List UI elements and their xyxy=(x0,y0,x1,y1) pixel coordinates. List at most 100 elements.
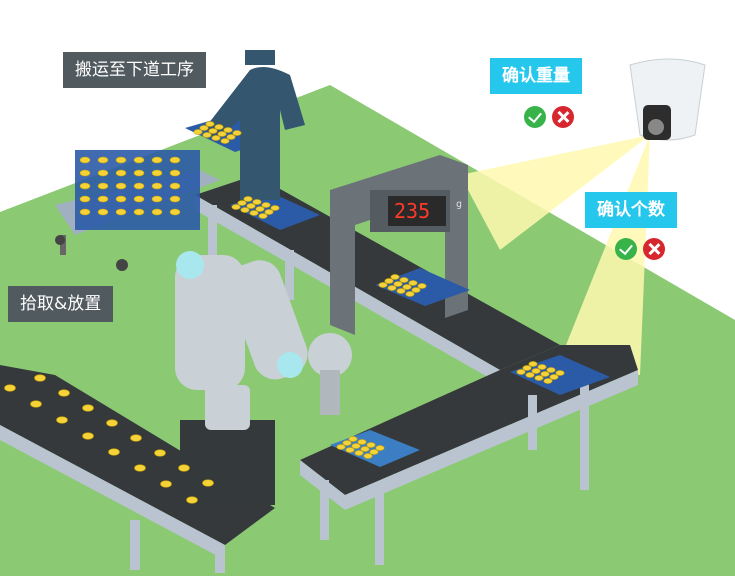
product-item xyxy=(232,130,242,136)
product-item xyxy=(79,195,91,203)
product-item xyxy=(82,432,94,440)
robot-pedestal xyxy=(180,420,275,505)
product-item xyxy=(97,169,109,177)
product-item xyxy=(252,199,262,205)
product-item xyxy=(154,449,166,457)
product-item xyxy=(369,449,379,455)
product-item xyxy=(223,127,233,133)
product-item xyxy=(133,156,145,164)
camera-beam-weight xyxy=(460,135,650,250)
product-item xyxy=(186,496,198,504)
product-item xyxy=(199,125,209,131)
callout-carry-text: 搬运至下道工序 xyxy=(75,60,194,80)
product-item xyxy=(115,182,127,190)
product-item xyxy=(240,207,250,213)
product-item xyxy=(202,479,214,487)
product-item xyxy=(130,434,142,442)
product-item xyxy=(555,370,565,376)
product-item xyxy=(522,365,532,371)
product-item xyxy=(387,285,397,291)
product-item xyxy=(30,400,42,408)
product-item xyxy=(34,374,46,382)
product-item xyxy=(208,128,218,134)
product-item xyxy=(345,447,355,453)
callout-carry: 搬运至下道工序 xyxy=(63,52,206,88)
product-item xyxy=(258,213,268,219)
product-item xyxy=(151,208,163,216)
camera-lens xyxy=(648,119,664,135)
product-item xyxy=(516,369,526,375)
product-item xyxy=(411,287,421,293)
product-item xyxy=(169,208,181,216)
scale-reading: 235 xyxy=(394,199,431,223)
callout-confirm-weight-text: 确认重量 xyxy=(502,66,570,86)
product-item xyxy=(531,368,541,374)
callout-pick-place-text: 拾取&放置 xyxy=(20,294,102,314)
product-item xyxy=(243,196,253,202)
product-item xyxy=(357,439,367,445)
product-item xyxy=(226,134,236,140)
product-item xyxy=(270,205,280,211)
product-item xyxy=(4,384,16,392)
product-item xyxy=(405,291,415,297)
product-item xyxy=(97,182,109,190)
product-item xyxy=(402,284,412,290)
product-item xyxy=(390,274,400,280)
product-item xyxy=(549,374,559,380)
product-item xyxy=(133,182,145,190)
product-item xyxy=(336,444,346,450)
product-item xyxy=(220,138,230,144)
left-conveyor-frame xyxy=(0,425,225,560)
product-item xyxy=(408,280,418,286)
product-item xyxy=(264,209,274,215)
product-item xyxy=(133,208,145,216)
worker xyxy=(205,50,305,200)
product-item xyxy=(534,375,544,381)
product-item xyxy=(133,195,145,203)
product-item xyxy=(151,182,163,190)
product-item xyxy=(543,378,553,384)
product-item xyxy=(115,156,127,164)
checkweigher-gate xyxy=(330,155,468,335)
product-item xyxy=(393,281,403,287)
robot-arm-link xyxy=(227,260,308,380)
product-item xyxy=(261,202,271,208)
product-item xyxy=(134,464,146,472)
product-item xyxy=(378,282,388,288)
check-ok-icon xyxy=(524,106,546,128)
product-item xyxy=(160,480,172,488)
product-item xyxy=(354,450,364,456)
cross-ng-icon xyxy=(552,106,574,128)
product-item xyxy=(178,464,190,472)
product-item xyxy=(115,169,127,177)
product-item xyxy=(79,169,91,177)
product-item xyxy=(375,445,385,451)
callout-confirm-count-text: 确认个数 xyxy=(597,200,665,220)
product-item xyxy=(82,404,94,412)
product-item xyxy=(106,419,118,427)
weight-status xyxy=(524,106,574,128)
product-item xyxy=(348,436,358,442)
count-status xyxy=(615,238,665,260)
product-item xyxy=(546,367,556,373)
product-item xyxy=(79,182,91,190)
product-item xyxy=(97,208,109,216)
callout-confirm-weight: 确认重量 xyxy=(490,58,582,94)
product-item xyxy=(108,448,120,456)
product-item xyxy=(399,277,409,283)
product-item xyxy=(169,195,181,203)
product-item xyxy=(169,156,181,164)
product-item xyxy=(537,364,547,370)
product-item xyxy=(97,195,109,203)
product-item xyxy=(115,195,127,203)
product-item xyxy=(237,200,247,206)
product-item xyxy=(246,203,256,209)
product-item xyxy=(115,208,127,216)
product-item xyxy=(151,169,163,177)
callout-pick-place: 拾取&放置 xyxy=(8,286,114,322)
product-item xyxy=(169,169,181,177)
tray xyxy=(230,192,320,230)
product-item xyxy=(363,453,373,459)
product-item xyxy=(351,443,361,449)
